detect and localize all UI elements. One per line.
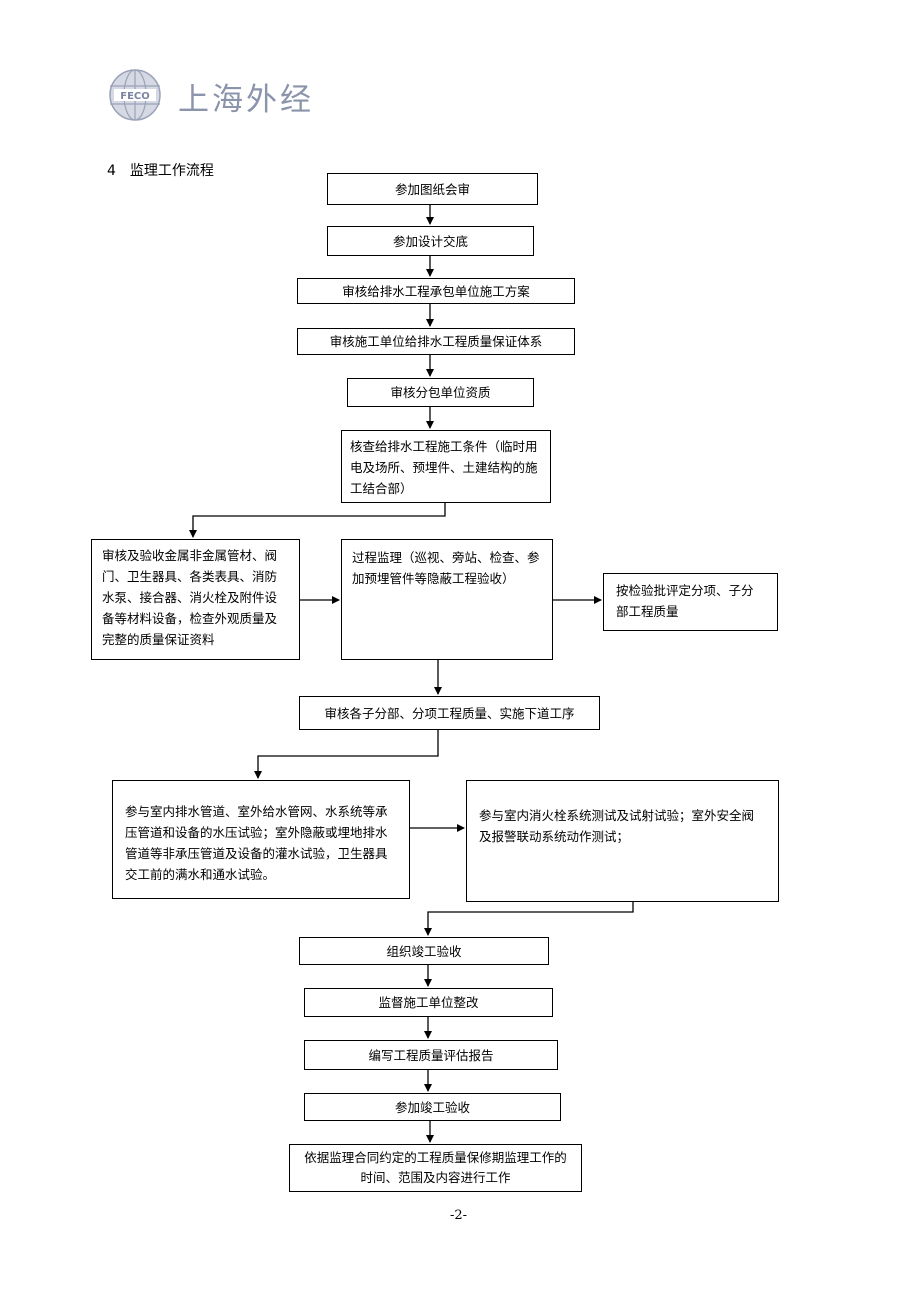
flow-step-design-briefing: 参加设计交底 xyxy=(327,226,534,256)
flow-step-rectification: 监督施工单位整改 xyxy=(304,988,553,1017)
flow-step-warranty-period: 依据监理合同约定的工程质量保修期监理工作的时间、范围及内容进行工作 xyxy=(289,1144,582,1192)
arrow-fire-acceptance xyxy=(424,902,634,936)
flow-step-site-conditions: 核查给排水工程施工条件（临时用电及场所、预埋件、土建结构的施工结合部） xyxy=(341,430,551,503)
section-title: 4 监理工作流程 xyxy=(107,160,214,180)
flow-step-subcontractor: 审核分包单位资质 xyxy=(347,378,534,407)
section-number: 4 xyxy=(107,163,116,179)
flow-step-quality-system: 审核施工单位给排水工程质量保证体系 xyxy=(297,328,575,355)
section-heading: 监理工作流程 xyxy=(129,163,214,179)
arrow-6-materials xyxy=(189,503,446,538)
flow-step-process-supervision: 过程监理（巡视、旁站、检查、参加预埋管件等隐蔽工程验收） xyxy=(341,539,553,660)
flow-step-quality-report: 编写工程质量评估报告 xyxy=(304,1040,558,1070)
flow-step-organize-acceptance: 组织竣工验收 xyxy=(299,937,549,965)
flow-step-drawing-review: 参加图纸会审 xyxy=(327,173,538,205)
flow-step-pressure-test: 参与室内排水管道、室外给水管网、水系统等承压管道和设备的水压试验；室外隐蔽或埋地… xyxy=(112,780,410,899)
flow-step-construction-plan: 审核给排水工程承包单位施工方案 xyxy=(297,278,575,304)
arrow-review-pressure xyxy=(254,730,439,779)
logo-badge: FECO xyxy=(120,91,150,102)
flow-step-fire-test: 参与室内消火栓系统测试及试射试验；室外安全阀及报警联动系统动作测试； xyxy=(466,780,779,902)
flow-step-inspection-lot: 按检验批评定分项、子分部工程质量 xyxy=(603,573,778,631)
flow-step-join-acceptance: 参加竣工验收 xyxy=(304,1093,561,1121)
flow-step-review-subdivisions: 审核各子分部、分项工程质量、实施下道工序 xyxy=(299,696,600,730)
company-logo: FECO xyxy=(109,69,161,121)
globe-icon: FECO xyxy=(109,69,161,121)
page-number: -2- xyxy=(450,1208,468,1223)
logo-text: 上海外经 xyxy=(178,82,314,118)
flow-step-materials: 审核及验收金属非金属管材、阀门、卫生器具、各类表具、消防水泵、接合器、消火栓及附… xyxy=(91,539,300,660)
